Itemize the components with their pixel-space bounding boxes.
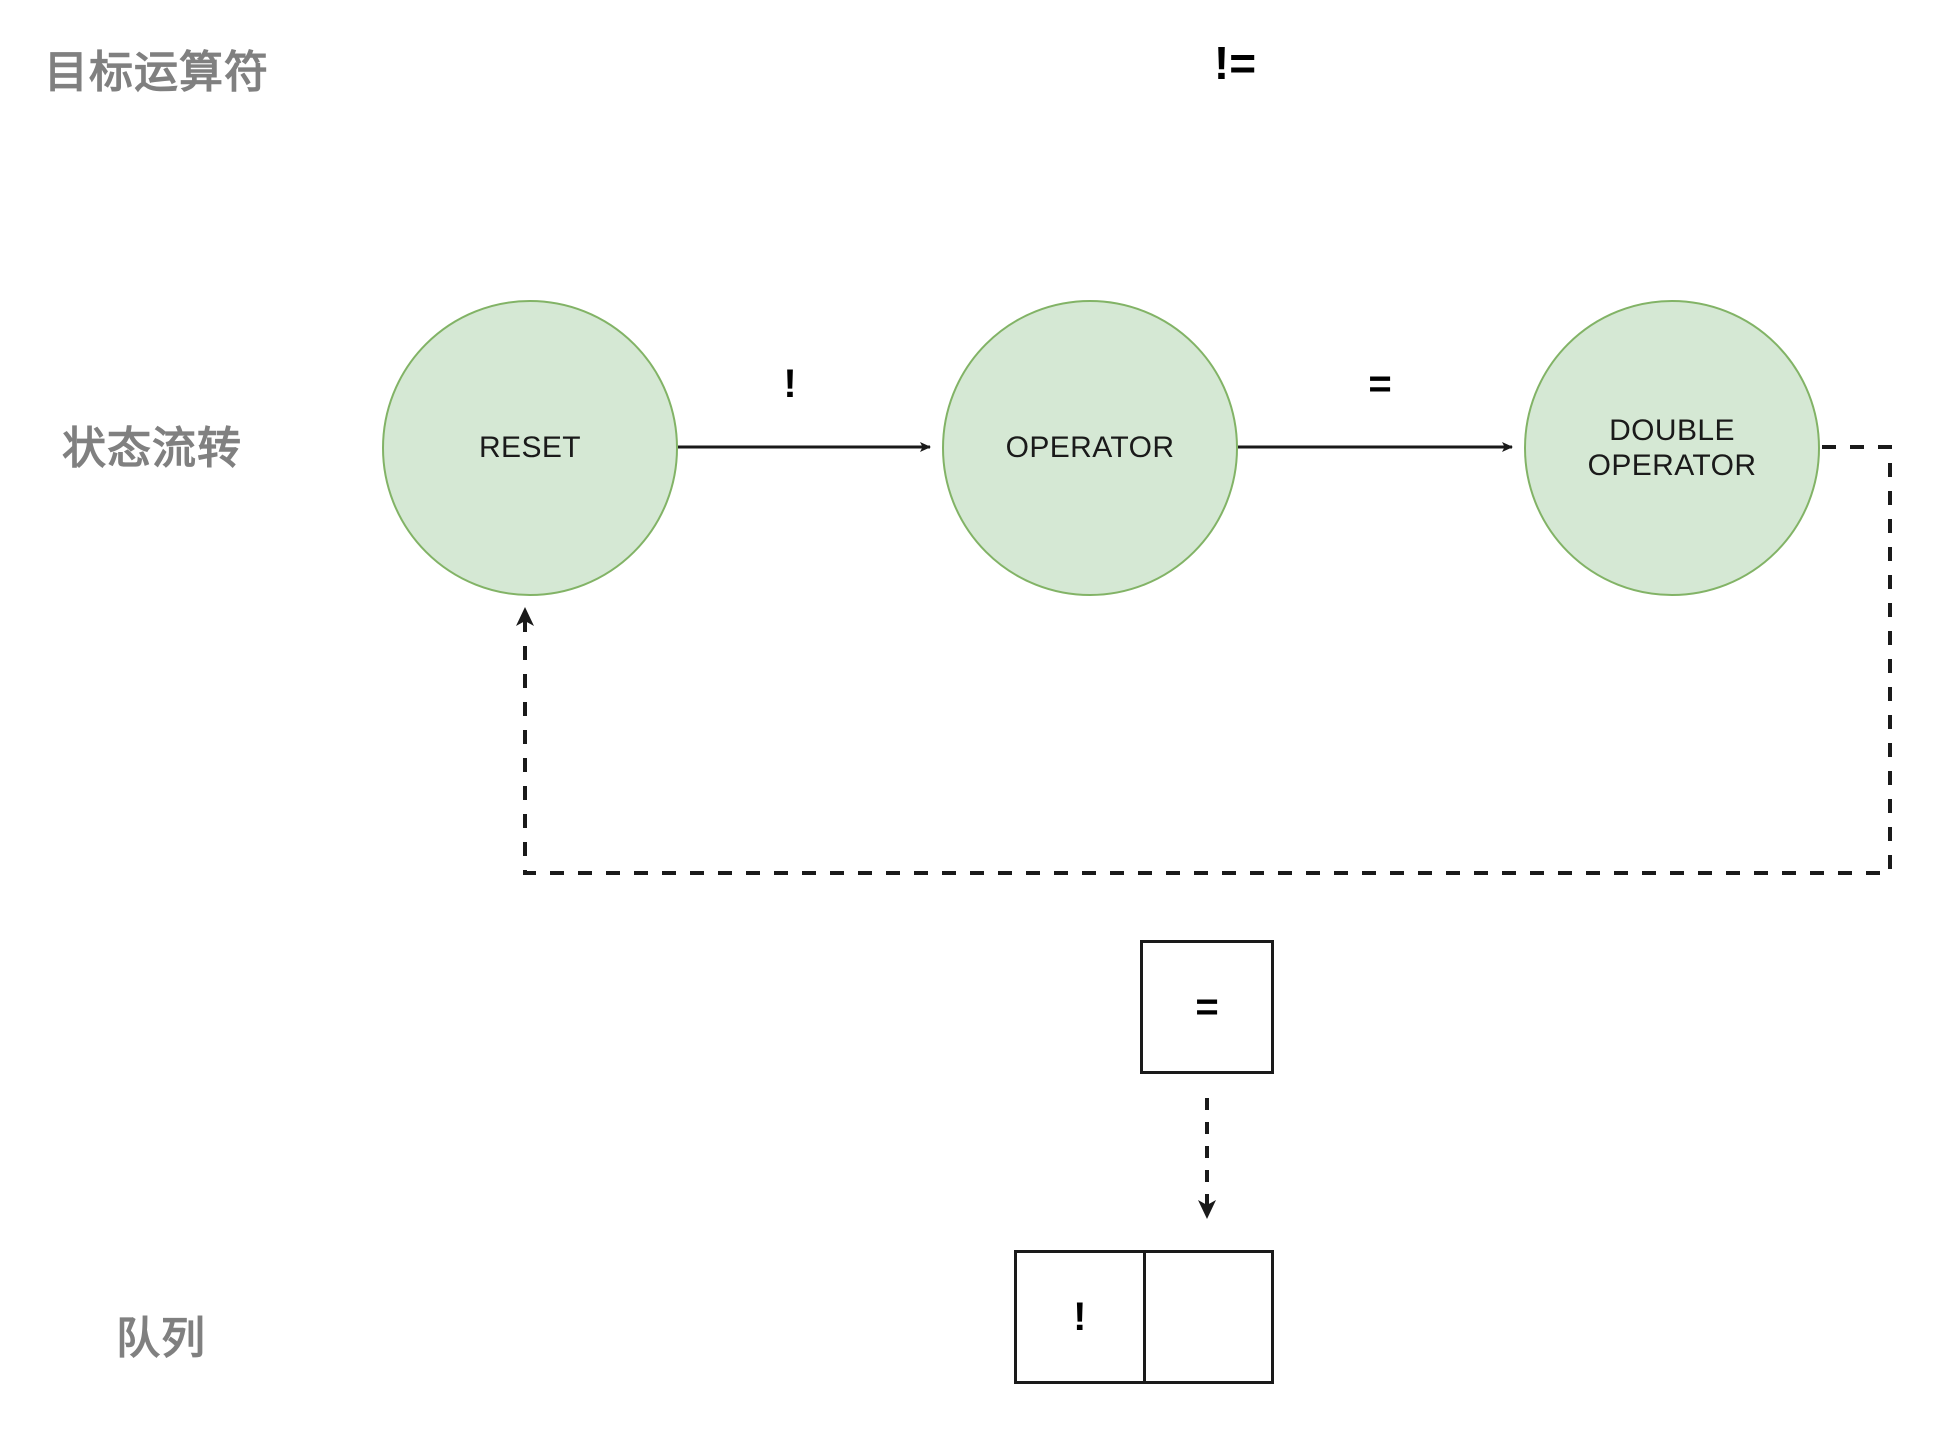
row-label-queue: 队列: [116, 1314, 206, 1363]
transition-label-reset-to-operator: !: [783, 362, 797, 406]
row-label-state-flow: 状态流转: [62, 424, 242, 473]
token-box-value: =: [1195, 984, 1219, 1029]
state-node-label: DOUBLE OPERATOR: [1587, 413, 1757, 482]
row-label-target-operator: 目标运算符: [44, 48, 269, 97]
token-box[interactable]: =: [1140, 940, 1274, 1074]
transition-label-operator-to-double: =: [1368, 362, 1392, 406]
queue-container: !: [1014, 1250, 1274, 1384]
state-node-label: RESET: [478, 431, 582, 465]
state-node-label: OPERATOR: [1005, 431, 1175, 465]
state-node-operator[interactable]: OPERATOR: [942, 300, 1238, 596]
target-operator-value: !=: [1213, 37, 1257, 89]
state-node-reset[interactable]: RESET: [382, 300, 678, 596]
state-node-double-operator[interactable]: DOUBLE OPERATOR: [1524, 300, 1820, 596]
queue-cell-0[interactable]: !: [1017, 1253, 1143, 1381]
queue-cell-1[interactable]: [1142, 1253, 1272, 1381]
queue-cell-value: !: [1073, 1294, 1087, 1339]
